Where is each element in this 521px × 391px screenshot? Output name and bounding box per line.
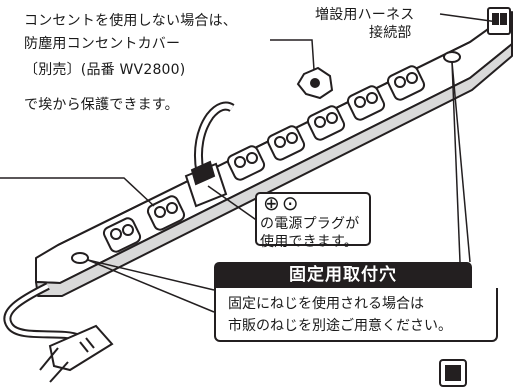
two-pin-ground-plug-icon: ⊕ xyxy=(263,191,282,215)
plug-label-line-2: 使用できます。 xyxy=(260,234,358,250)
socket-icon xyxy=(146,195,186,231)
mounting-hole-right xyxy=(443,51,461,63)
harness-label-line-1: 増設用ハーネス xyxy=(315,7,415,23)
dust-cover-icon xyxy=(296,66,334,100)
plug-shape-icons: ⊕⊙ xyxy=(263,192,301,214)
cover-note-line-3: 〔別売〕(品番 WV2800) xyxy=(24,62,186,78)
plug-label-line-1: の電源プラグが xyxy=(260,216,360,232)
callout-body-line-2: 市販のねじを別途ご用意ください。 xyxy=(228,318,452,334)
socket-icon xyxy=(226,145,266,181)
cover-note-line-4: で埃から保護できます。 xyxy=(24,97,179,113)
plug-compatibility-box: ⊕⊙ xyxy=(255,192,371,246)
main-plug-icon xyxy=(39,324,114,383)
mounting-hole-callout: 固定にねじを使用される場合は 市販のねじを別途ご用意ください。 xyxy=(214,288,498,342)
leader-lines xyxy=(0,13,499,313)
socket-icon xyxy=(306,105,346,141)
socket-icon xyxy=(346,85,386,121)
adapter-icon xyxy=(439,359,467,387)
inserted-plug xyxy=(184,101,235,208)
callout-body-line-1: 固定にねじを使用される場合は xyxy=(228,296,424,312)
socket-icon xyxy=(102,217,142,253)
power-cord xyxy=(3,282,82,342)
mounting-hole-left xyxy=(71,252,89,264)
cover-note-line-1: コンセントを使用しない場合は、 xyxy=(24,13,237,29)
socket-icon xyxy=(266,125,306,161)
harness-label-line-2: 接続部 xyxy=(369,25,412,41)
mounting-hole-title: 固定用取付穴 xyxy=(214,262,472,288)
cover-note-line-2: 防塵用コンセントカバー xyxy=(24,36,181,52)
two-pin-plug-icon: ⊙ xyxy=(281,191,301,215)
socket-icon xyxy=(386,65,426,101)
